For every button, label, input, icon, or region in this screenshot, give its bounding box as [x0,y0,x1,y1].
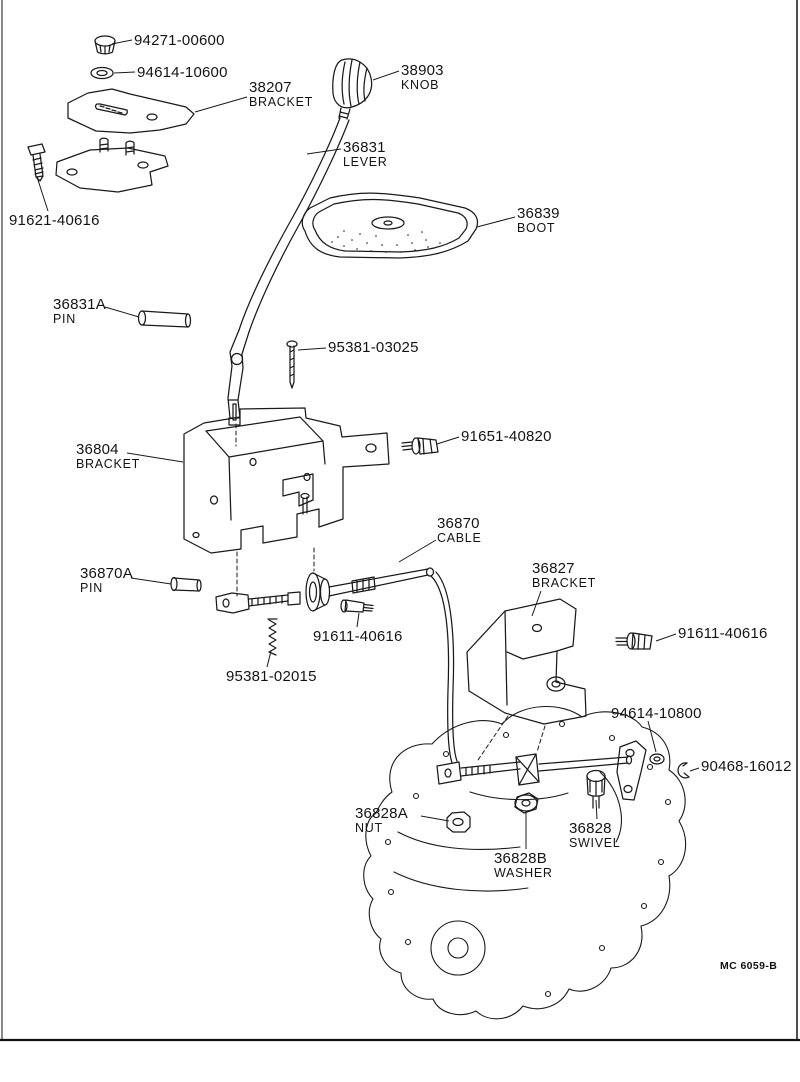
screw-03025-drawing [286,340,298,389]
cap-nut-drawing [94,35,116,55]
bracket-38207-drawing [67,88,195,134]
part-name: BOOT [517,220,556,235]
spring-02015-drawing [267,618,278,656]
part-name: BRACKET [249,94,313,109]
part-number: 36831 [343,139,386,156]
part-name: PIN [53,311,76,326]
part-number: 36827 [532,560,575,577]
part-label-91611-40616-right: 91611-40616 [678,626,768,642]
pin-36870a-drawing [170,576,202,592]
case-bolt-holes [384,720,672,998]
part-number: 91651-40820 [461,428,552,445]
part-label-90468-16012: 90468-16012 [701,759,792,775]
part-label-36831: 36831 LEVER [343,140,388,169]
part-name: WASHER [494,865,553,880]
part-number: 91621-40616 [9,212,100,229]
part-name: SWIVEL [569,835,621,850]
part-label-94614-10800: 94614-10800 [611,706,702,722]
pin-36831a-drawing [137,310,192,328]
part-label-36828: 36828 SWIVEL [569,821,620,850]
boot-drawing [301,192,479,259]
bolt-91611-right-drawing [615,632,653,650]
part-number: 94614-10600 [137,64,228,81]
part-number: 36839 [517,205,560,222]
part-label-94614-10600: 94614-10600 [137,65,228,81]
part-label-95381-02015: 95381-02015 [226,669,317,685]
part-number: 36828B [494,850,547,867]
part-number: 94271-00600 [134,32,225,49]
part-label-36827: 36827 BRACKET [532,561,596,590]
part-number: 38903 [401,62,444,79]
part-number: 36870 [437,515,480,532]
knob-drawing [332,58,373,120]
washer-10800-drawing [649,753,665,765]
part-label-36828B: 36828B WASHER [494,851,553,880]
part-label-38903: 38903 KNOB [401,63,444,92]
bracket-36804-drawing [183,407,390,554]
stud-plate-drawing [55,137,169,193]
cable-drawing [215,567,458,764]
leader-lines [36,39,700,849]
part-name: PIN [80,580,103,595]
bolt-91621-drawing [27,143,46,182]
part-label-36839: 36839 BOOT [517,206,560,235]
boot-stipple [331,230,441,253]
part-number: 36804 [76,441,119,458]
part-name: BRACKET [532,575,596,590]
part-number: 38207 [249,79,292,96]
part-number: 36831A [53,296,106,313]
part-label-91651-40820: 91651-40820 [461,429,552,445]
part-label-36831A: 36831A PIN [53,297,106,326]
transmission-case-drawing [363,706,687,1020]
part-number: 36828A [355,805,408,822]
part-number: 94614-10800 [611,705,702,722]
part-label-91621-40616: 91621-40616 [9,213,100,229]
part-label-94271-00600: 94271-00600 [134,33,225,49]
part-label-36870: 36870 CABLE [437,516,482,545]
lever-drawing [227,117,350,426]
part-number: 36870A [80,565,133,582]
bracket-36827-drawing [466,598,587,725]
part-label-36804: 36804 BRACKET [76,442,140,471]
washer-36828b-drawing [514,792,539,814]
nut-36828a-drawing [446,811,471,833]
part-name: LEVER [343,154,388,169]
lower-cable-drawing [436,753,633,786]
part-label-36828A: 36828A NUT [355,806,408,835]
part-number: 95381-02015 [226,668,317,685]
part-number: 95381-03025 [328,339,419,356]
dashed-guides [235,423,546,761]
part-number: 91611-40616 [678,625,768,642]
part-label-36870A: 36870A PIN [80,566,133,595]
bolt-91611-center-drawing [340,599,374,613]
part-name: BRACKET [76,456,140,471]
arm-drawing [616,740,647,801]
part-number: 90468-16012 [701,758,792,775]
bolt-91651-drawing [401,437,439,455]
part-name: CABLE [437,530,482,545]
part-name: KNOB [401,77,440,92]
part-number: 36828 [569,820,612,837]
washer-10600-drawing [90,66,114,80]
part-label-95381-03025: 95381-03025 [328,340,419,356]
page-frame [0,0,800,1042]
clip-90468-drawing [677,762,690,779]
figure-code: MC 6059-B [720,960,778,972]
swivel-36828-drawing [586,769,606,809]
part-label-38207: 38207 BRACKET [249,80,313,109]
part-number: 91611-40616 [313,628,403,645]
part-label-91611-40616-center: 91611-40616 [313,629,403,645]
part-name: NUT [355,820,383,835]
